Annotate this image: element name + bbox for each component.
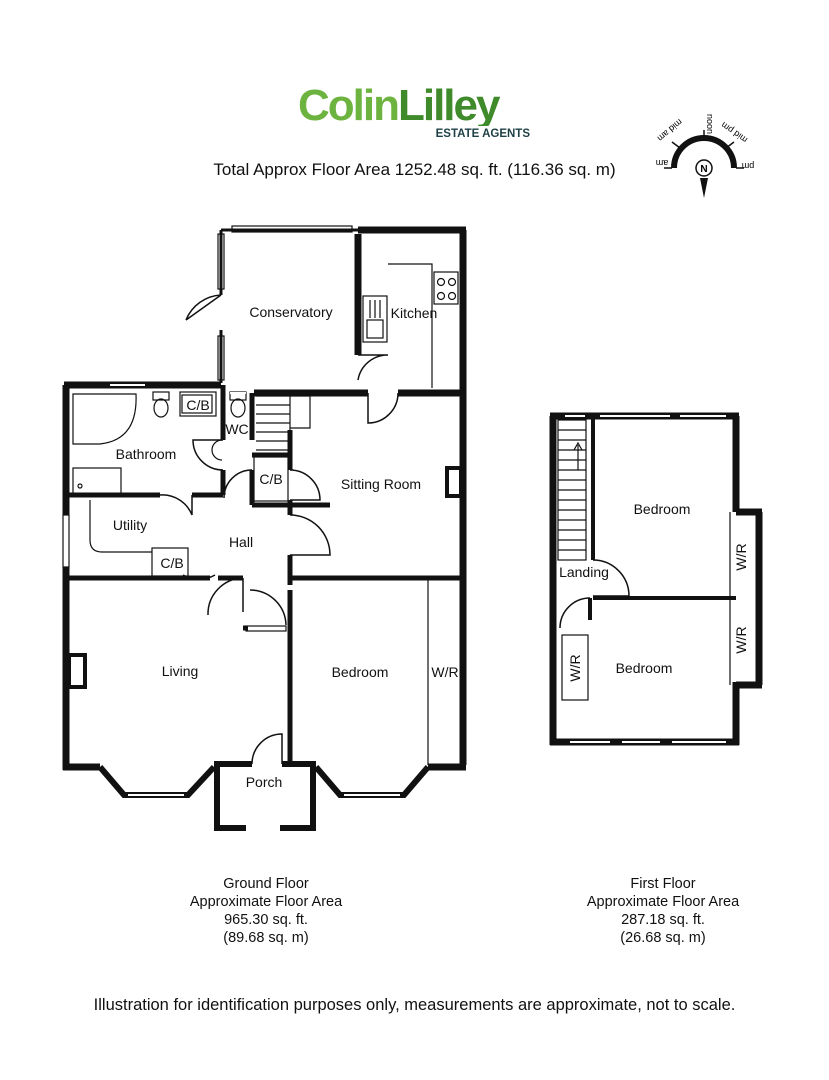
logo-wordmark: ColinLilley	[298, 82, 501, 130]
ground-floor-area-label: Approximate Floor Area	[189, 894, 343, 910]
kitchen-fittings	[362, 263, 459, 388]
first-interior-walls	[588, 416, 736, 620]
kitchen-walls	[354, 226, 467, 393]
first-window-panes	[565, 415, 726, 743]
hall-front-wall	[243, 625, 287, 632]
label-bedroom-first-2: Bedroom	[616, 660, 673, 676]
north-circle	[695, 159, 713, 177]
label-cb-bath: C/B	[186, 397, 209, 413]
first-floor-caption: First Floor Approximate Floor Area 287.1…	[543, 875, 783, 947]
conservatory-door	[185, 294, 222, 321]
compass-label-pm: pm	[742, 161, 755, 171]
compass-label-noon: noon	[705, 114, 715, 134]
total-floor-area: Total Approx Floor Area 1252.48 sq. ft. …	[213, 160, 616, 179]
ground-floor-plan	[62, 225, 467, 831]
label-conservatory: Conservatory	[249, 304, 332, 320]
ground-floor-sqft: 965.30 sq. ft.	[224, 912, 308, 928]
bathroom-window	[110, 384, 246, 394]
label-kitchen: Kitchen	[391, 305, 438, 321]
compass-north: N	[700, 164, 707, 175]
ground-floor-name: Ground Floor	[223, 876, 309, 892]
first-floor-name: First Floor	[630, 876, 696, 892]
first-floor-area-label: Approximate Floor Area	[586, 894, 740, 910]
conservatory-walls	[217, 225, 360, 383]
company-logo: ColinLilley ESTATE AGENTS	[298, 82, 534, 140]
label-sitting-room: Sitting Room	[341, 476, 421, 492]
label-wc: WC	[225, 421, 248, 437]
cb-hall-box	[151, 547, 189, 577]
utility-window	[62, 514, 70, 568]
ground-stairs	[256, 395, 311, 451]
porch-door	[251, 733, 283, 765]
logo-tagline: ESTATE AGENTS	[436, 128, 531, 140]
cb-bath-box	[179, 391, 217, 417]
label-wr-ground: W/R	[431, 664, 458, 680]
bathroom-fittings	[72, 391, 247, 497]
label-bedroom-first-1: Bedroom	[634, 501, 691, 517]
label-landing: Landing	[559, 564, 609, 580]
ground-floor-sqm: (89.68 sq. m)	[223, 930, 309, 946]
label-wr-first-2: W/R	[733, 626, 749, 653]
kitchen-door	[357, 354, 389, 381]
compass-pointer	[700, 178, 708, 198]
label-bedroom-ground: Bedroom	[332, 664, 389, 680]
cb-stairs-box	[253, 456, 289, 502]
logo-tagline-bar	[404, 126, 534, 140]
first-stairs	[557, 419, 587, 561]
label-wr-first-1: W/R	[733, 543, 749, 570]
label-utility: Utility	[113, 517, 147, 533]
living-fireplace	[67, 653, 87, 689]
first-floor-sqm: (26.68 sq. m)	[620, 930, 706, 946]
label-wr-first-3: W/R	[567, 654, 583, 681]
compass-label-mid-am: mid am	[655, 117, 684, 144]
sun-compass: N am mid am noon mid pm pm	[655, 114, 755, 198]
ground-floor-caption: Ground Floor Approximate Floor Area 965.…	[146, 875, 386, 947]
first-floor-sqft: 287.18 sq. ft.	[621, 912, 705, 928]
sitting-fireplace	[445, 466, 463, 498]
label-bathroom: Bathroom	[116, 446, 177, 462]
label-porch: Porch	[246, 774, 283, 790]
interior-doors	[159, 392, 399, 626]
room-labels: Conservatory Kitchen Bathroom C/B WC C/B…	[113, 304, 749, 790]
compass-label-mid-pm: mid pm	[719, 120, 749, 145]
interior-walls	[66, 385, 463, 767]
first-floor-plan	[549, 412, 763, 746]
first-doors	[559, 559, 630, 629]
label-hall: Hall	[229, 534, 253, 550]
label-cb-hall: C/B	[160, 555, 183, 571]
disclaimer: Illustration for identification purposes…	[93, 996, 736, 1014]
label-cb-stairs: C/B	[259, 471, 282, 487]
compass-label-am: am	[656, 158, 669, 168]
first-wardrobes	[561, 512, 731, 701]
label-living: Living	[162, 663, 199, 679]
utility-counter	[89, 500, 152, 553]
